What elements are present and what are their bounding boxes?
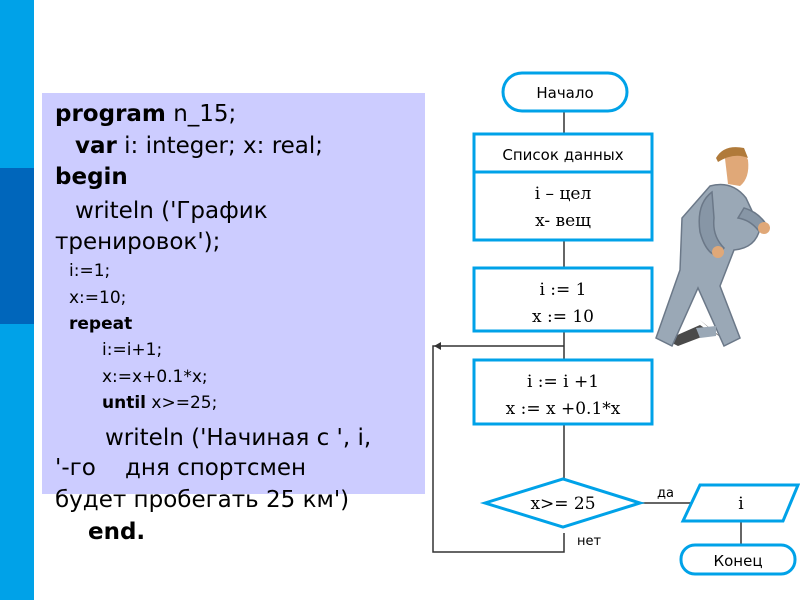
end-terminator: Конец bbox=[679, 543, 797, 576]
code-line-writeln-4: '-го дня спортсмен bbox=[55, 455, 307, 481]
end-label: Конец bbox=[713, 552, 762, 570]
data-var-x: x- вещ bbox=[535, 211, 591, 231]
code-line-writeln-2: тренировок'); bbox=[55, 229, 221, 255]
code-panel: program n_15; var i: integer; x: real; b… bbox=[42, 93, 425, 494]
code-line-until: until x>=25; bbox=[102, 393, 217, 413]
keyword-program: program bbox=[55, 101, 166, 127]
loop-i: i := i +1 bbox=[527, 372, 599, 392]
code-text: x>=25; bbox=[146, 393, 218, 413]
code-line-inc-i: i:=i+1; bbox=[102, 340, 163, 360]
code-line-writeln-1: writeln ('График bbox=[75, 198, 268, 224]
output-label: i bbox=[738, 494, 744, 514]
data-declaration-block: Список данных i – цел x- вещ bbox=[472, 132, 654, 242]
data-header: Список данных bbox=[502, 146, 623, 164]
start-terminator: Начало bbox=[501, 71, 629, 113]
code-line-inc-x: x:=x+0.1*x; bbox=[102, 367, 208, 387]
output-block: i bbox=[680, 483, 800, 523]
code-text: i: integer; x: real; bbox=[116, 133, 324, 159]
no-label: нет bbox=[577, 534, 601, 549]
code-line-end: end. bbox=[88, 519, 146, 545]
code-line-writeln-3: writeln ('Начиная с ', i, bbox=[105, 425, 372, 451]
init-i: i := 1 bbox=[539, 280, 586, 300]
keyword-until: until bbox=[102, 393, 146, 413]
keyword-var: var bbox=[75, 133, 117, 159]
code-line-writeln-5: будет пробегать 25 км') bbox=[55, 487, 350, 513]
loop-process-block: i := i +1 x := x +0.1*x bbox=[472, 358, 654, 426]
running-athlete-illustration bbox=[655, 147, 770, 348]
init-x: x := 10 bbox=[532, 307, 594, 327]
start-label: Начало bbox=[536, 84, 593, 102]
code-text: n_15; bbox=[165, 101, 237, 127]
yes-label: да bbox=[657, 486, 674, 501]
left-accent-bar-dark bbox=[0, 168, 34, 324]
code-line-program: program n_15; bbox=[55, 101, 236, 127]
condition-decision: x>= 25 bbox=[479, 477, 646, 529]
code-line-begin: begin bbox=[55, 164, 128, 190]
code-line-init-i: i:=1; bbox=[69, 261, 111, 281]
data-var-i: i – цел bbox=[535, 184, 592, 204]
init-process-block: i := 1 x := 10 bbox=[472, 266, 654, 333]
condition-label: x>= 25 bbox=[530, 494, 595, 514]
code-line-var: var i: integer; x: real; bbox=[75, 133, 323, 159]
loop-arrowhead bbox=[434, 342, 441, 350]
code-line-init-x: x:=10; bbox=[69, 288, 127, 308]
code-line-repeat: repeat bbox=[69, 314, 133, 334]
loop-x: x := x +0.1*x bbox=[506, 399, 621, 419]
